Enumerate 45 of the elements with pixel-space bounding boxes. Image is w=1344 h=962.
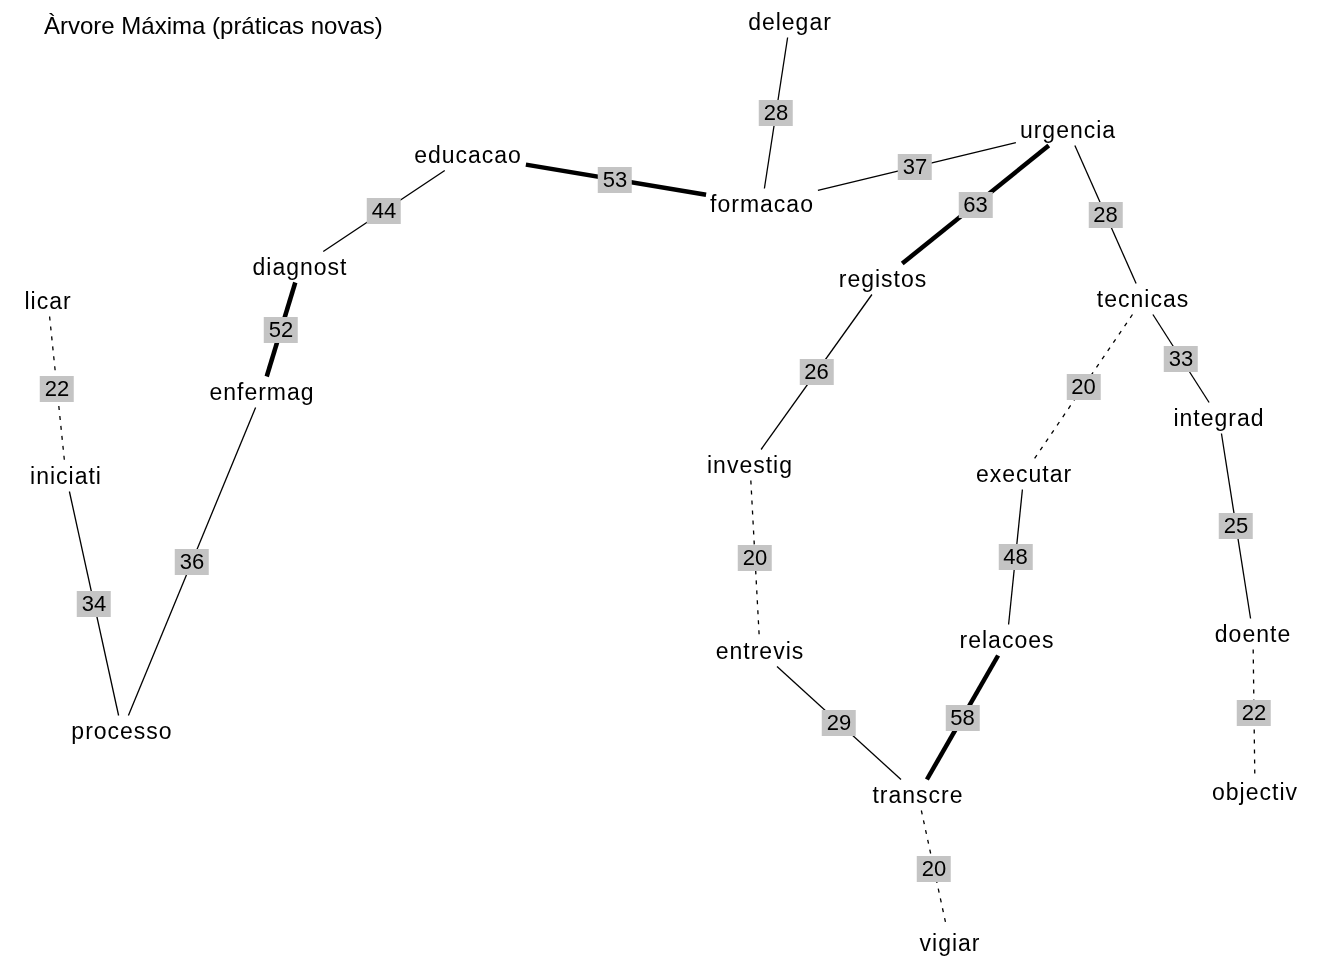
edge-label: 26	[799, 359, 834, 385]
node-label: diagnost	[252, 255, 348, 279]
edge-label: 28	[1088, 201, 1123, 228]
edge-label: 63	[958, 191, 993, 218]
edge-label: 52	[263, 316, 299, 343]
edge-label: 29	[821, 710, 857, 736]
connector-line	[1033, 313, 1134, 460]
node-label: tecnicas	[1096, 287, 1190, 311]
node-label: iniciati	[30, 464, 102, 488]
connector-line	[68, 490, 120, 717]
diagram-title: Àrvore Máxima (práticas novas)	[44, 14, 383, 38]
edge-label: 58	[945, 704, 980, 731]
edge-label: 22	[1236, 700, 1272, 726]
edge-label: 20	[1066, 373, 1101, 400]
node-label: enfermag	[209, 380, 315, 404]
node-label: integrad	[1173, 406, 1265, 430]
node-label: processo	[71, 719, 173, 743]
node-label: educacao	[414, 143, 522, 167]
edge-label: 25	[1218, 513, 1254, 539]
edge-label: 53	[597, 166, 633, 193]
node-label: entrevis	[715, 639, 805, 663]
connector-line	[127, 406, 257, 717]
edge-label: 28	[758, 100, 794, 126]
edge-label: 20	[737, 545, 773, 571]
edge-label: 36	[174, 548, 210, 575]
node-label: delegar	[748, 10, 832, 34]
edge-label: 22	[39, 375, 75, 402]
connector-line	[750, 479, 760, 637]
node-label: formacao	[710, 192, 814, 216]
node-label: vigiar	[919, 931, 981, 955]
node-label: transcre	[872, 783, 964, 807]
node-label: relacoes	[959, 628, 1055, 652]
node-label: objectiv	[1212, 780, 1298, 804]
edge-label: 34	[76, 590, 112, 617]
node-label: doente	[1214, 622, 1292, 646]
node-label: investig	[707, 453, 793, 477]
node-label: executar	[975, 462, 1073, 486]
node-label: registos	[838, 267, 928, 291]
node-label: urgencia	[1019, 118, 1117, 142]
edge-label: 48	[998, 544, 1033, 570]
edge-label: 33	[1163, 345, 1199, 372]
edge-label: 37	[897, 154, 933, 180]
edge-label: 20	[916, 856, 952, 882]
edge-label: 44	[366, 198, 402, 224]
node-label: licar	[24, 289, 72, 313]
